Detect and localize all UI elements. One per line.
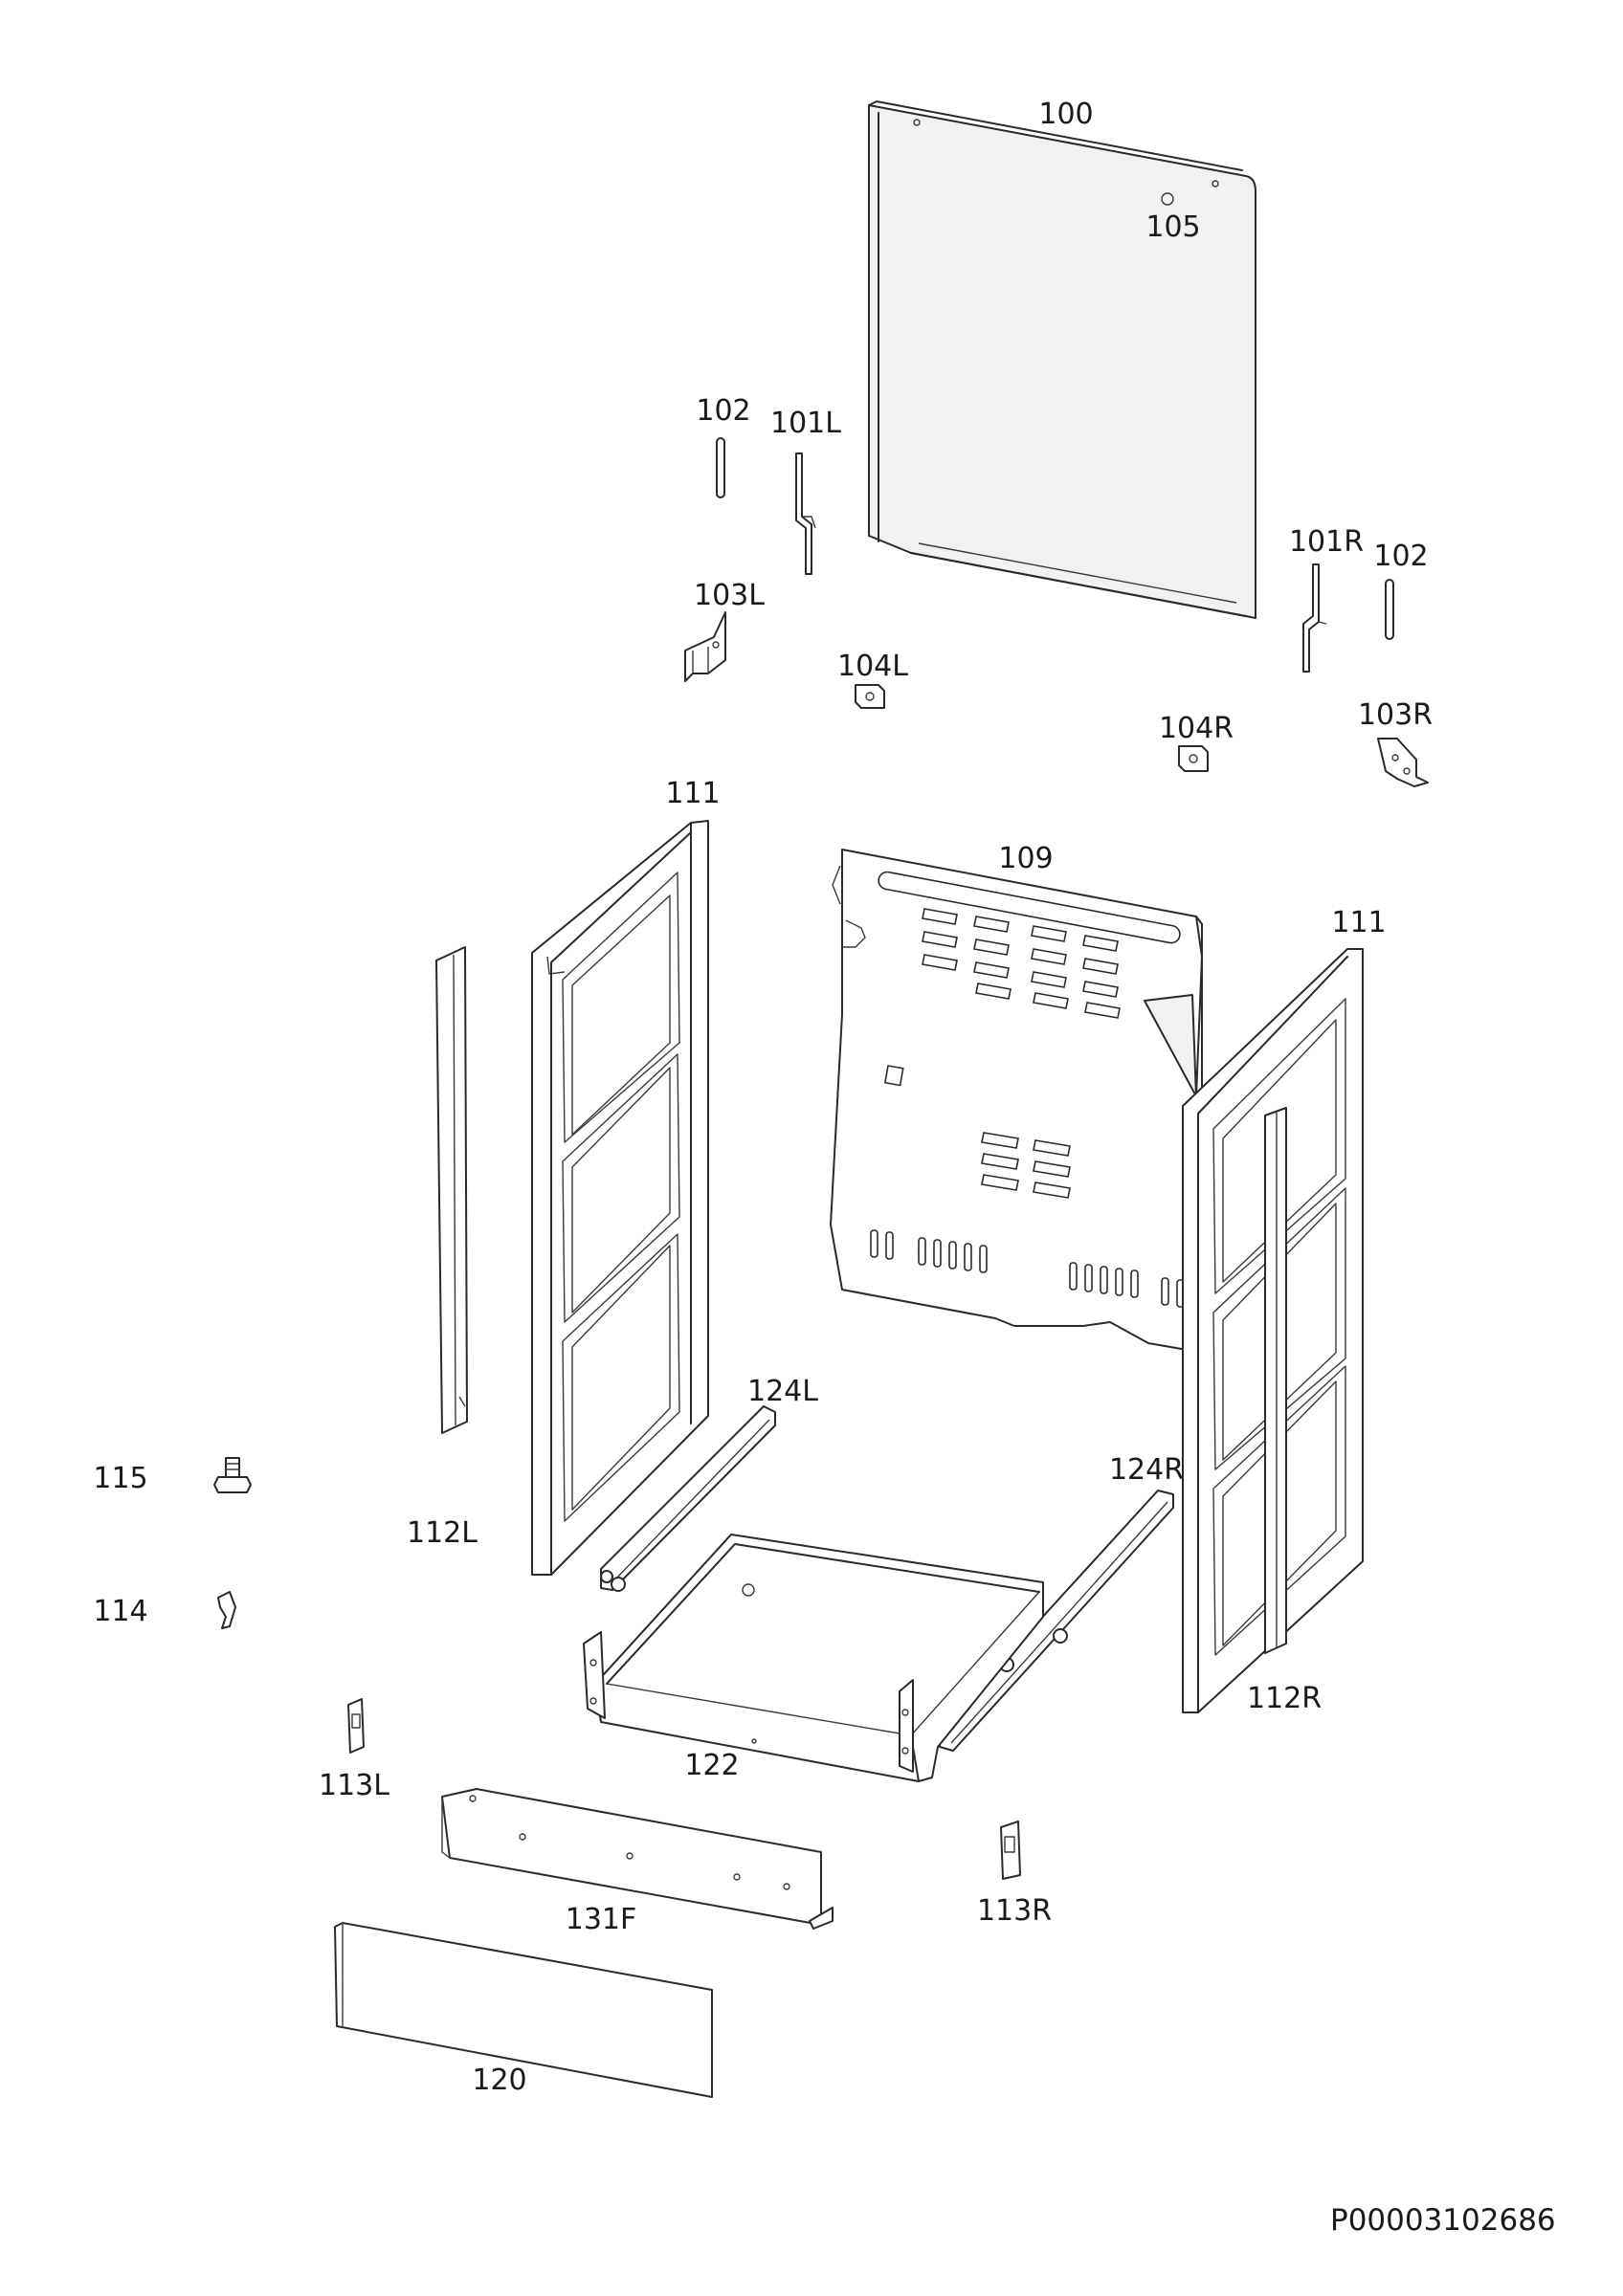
label-101R: 101R bbox=[1288, 525, 1365, 559]
part-115-foot bbox=[213, 1457, 252, 1493]
label-112R: 112R bbox=[1246, 1682, 1323, 1715]
label-124L: 124L bbox=[747, 1375, 818, 1408]
label-104L: 104L bbox=[837, 650, 908, 683]
part-103R-bracket bbox=[1377, 738, 1429, 787]
label-114: 114 bbox=[93, 1595, 148, 1628]
part-131F-plinth-bracket bbox=[441, 1788, 834, 1930]
part-122-drawer-tray bbox=[583, 1534, 1044, 1782]
part-102-rod-right bbox=[1385, 579, 1394, 640]
part-124L-runner bbox=[600, 1405, 776, 1592]
part-100-back-panel bbox=[868, 100, 1256, 619]
label-109: 109 bbox=[998, 842, 1054, 875]
vent-louvers-lower bbox=[981, 1132, 1071, 1199]
part-112L-front-strip bbox=[435, 946, 468, 1434]
part-101R-hinge bbox=[1302, 563, 1327, 673]
label-124R: 124R bbox=[1108, 1453, 1185, 1487]
label-113L: 113L bbox=[319, 1769, 389, 1802]
label-115: 115 bbox=[93, 1462, 148, 1495]
label-122: 122 bbox=[684, 1749, 740, 1782]
part-113R-bracket bbox=[1000, 1821, 1021, 1880]
label-131F: 131F bbox=[565, 1903, 637, 1936]
vent-louvers-upper bbox=[922, 908, 1121, 1019]
part-111-side-frame-left bbox=[531, 820, 709, 1576]
part-104L-clip bbox=[855, 684, 885, 709]
label-102-right: 102 bbox=[1373, 540, 1429, 573]
part-101L-hinge bbox=[795, 453, 816, 575]
label-105: 105 bbox=[1145, 210, 1201, 244]
label-111-right: 111 bbox=[1331, 906, 1387, 939]
part-109-rear-panel bbox=[830, 849, 1203, 1352]
label-102-left: 102 bbox=[696, 394, 751, 428]
part-113L-bracket bbox=[347, 1698, 365, 1754]
part-103L-bracket bbox=[684, 611, 726, 682]
label-101L: 101L bbox=[770, 407, 841, 440]
part-120-kick-panel bbox=[334, 1922, 713, 2098]
part-112R-front-strip bbox=[1264, 1107, 1287, 1654]
label-112L: 112L bbox=[407, 1516, 478, 1550]
document-code: P00003102686 bbox=[1330, 2203, 1556, 2238]
label-103R: 103R bbox=[1357, 698, 1434, 732]
label-111-left: 111 bbox=[665, 777, 721, 810]
part-114-clip bbox=[217, 1591, 236, 1629]
label-120: 120 bbox=[472, 2064, 527, 2097]
label-103L: 103L bbox=[694, 579, 765, 612]
part-102-rod-left bbox=[716, 437, 725, 498]
label-100: 100 bbox=[1038, 98, 1094, 131]
label-113R: 113R bbox=[976, 1894, 1053, 1928]
part-104R-clip bbox=[1178, 745, 1209, 772]
label-104R: 104R bbox=[1158, 712, 1234, 745]
